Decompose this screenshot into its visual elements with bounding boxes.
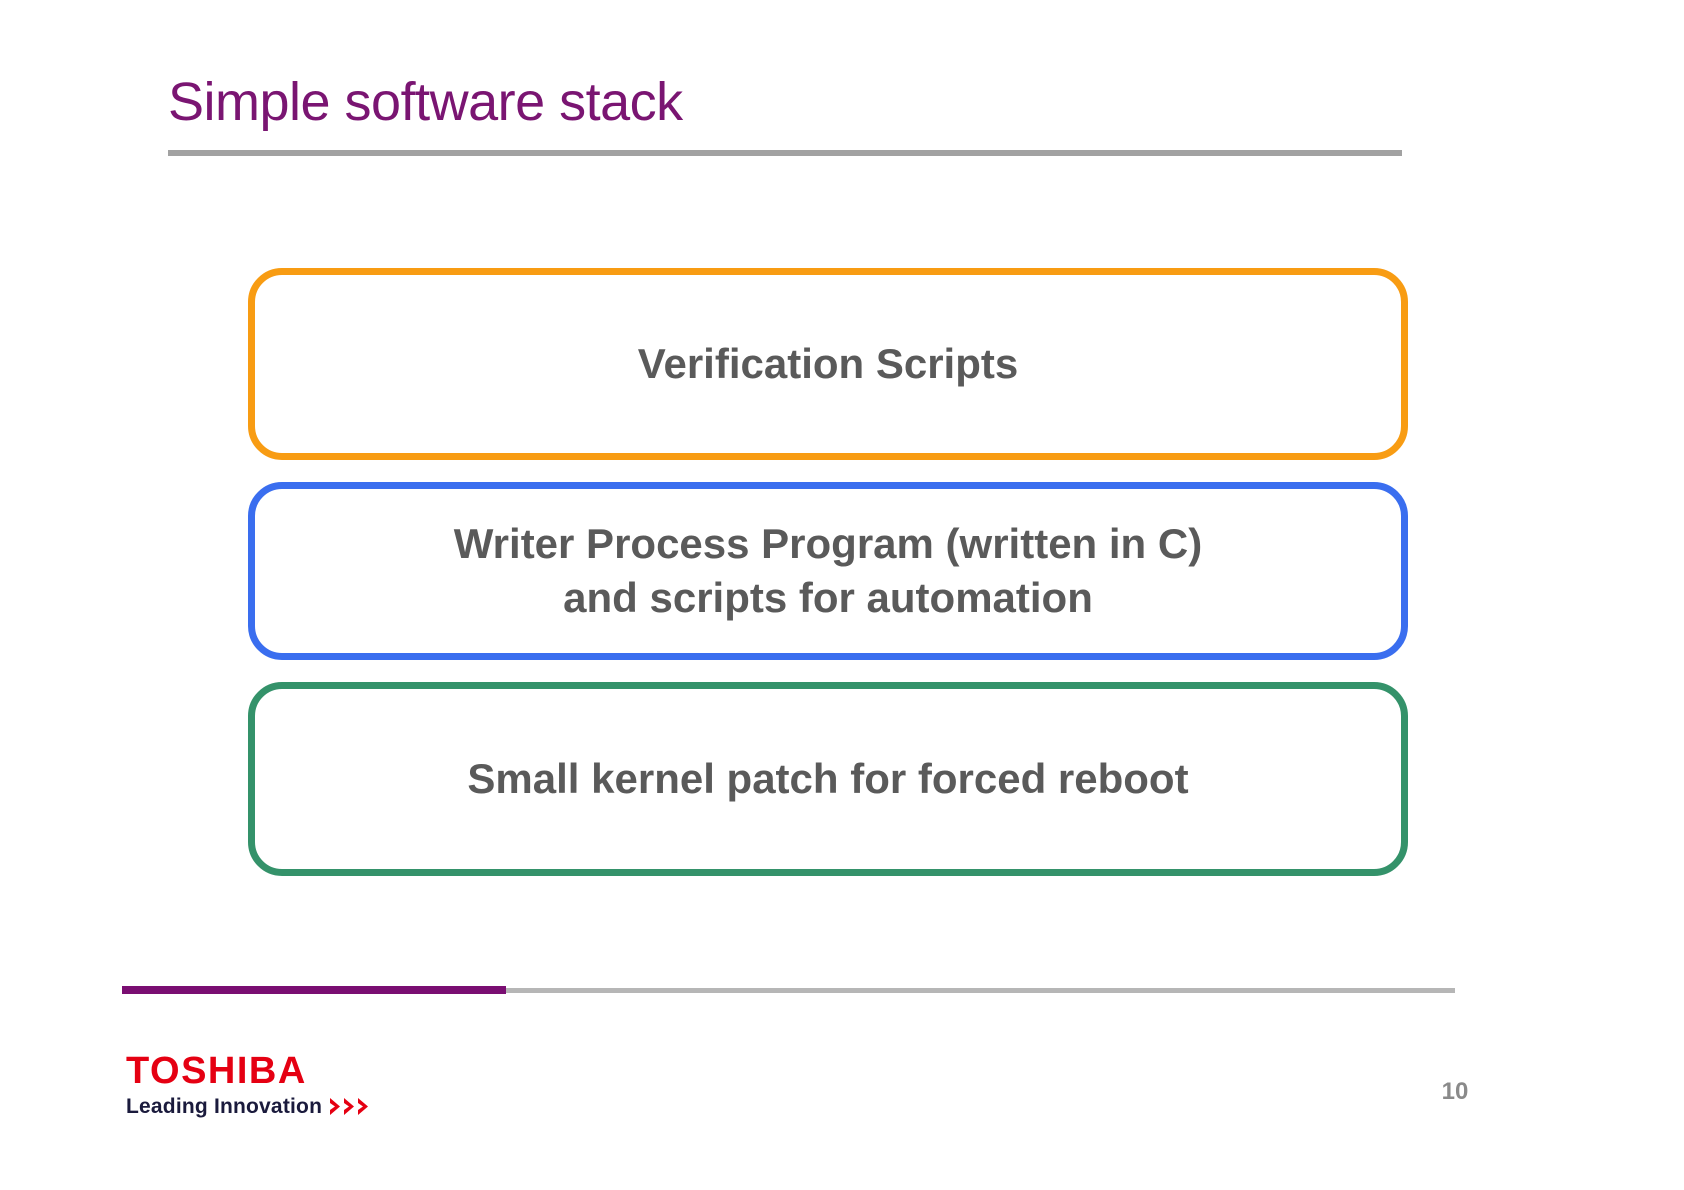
stack-box-label-verification: Verification Scripts xyxy=(637,340,1019,388)
stack-box-label-kernel: Small kernel patch for forced reboot xyxy=(467,755,1189,803)
title-divider xyxy=(168,150,1402,156)
chevron-right-icon xyxy=(329,1097,370,1116)
footer-divider xyxy=(506,988,1455,993)
toshiba-tagline-text: Leading Innovation xyxy=(126,1095,323,1118)
stack-box-label-writer: Writer Process Program (written in C) an… xyxy=(426,517,1230,625)
toshiba-wordmark: TOSHIBA xyxy=(126,1050,307,1092)
stack-box-small-kernel-patch[interactable]: Small kernel patch for forced reboot xyxy=(248,682,1408,876)
page-title: Simple software stack xyxy=(168,72,683,132)
stack-box-label-writer-line2: and scripts for automation xyxy=(563,574,1093,621)
toshiba-logo: TOSHIBA Leading Innovation xyxy=(126,1052,376,1117)
stack-box-writer-process-program[interactable]: Writer Process Program (written in C) an… xyxy=(248,482,1408,660)
footer-accent-divider xyxy=(122,986,506,994)
stack-box-verification-scripts[interactable]: Verification Scripts xyxy=(248,268,1408,460)
toshiba-tagline: Leading Innovation xyxy=(126,1096,376,1117)
stack-box-label-writer-line1: Writer Process Program (written in C) xyxy=(453,520,1203,568)
page-number: 10 xyxy=(1441,1078,1469,1105)
